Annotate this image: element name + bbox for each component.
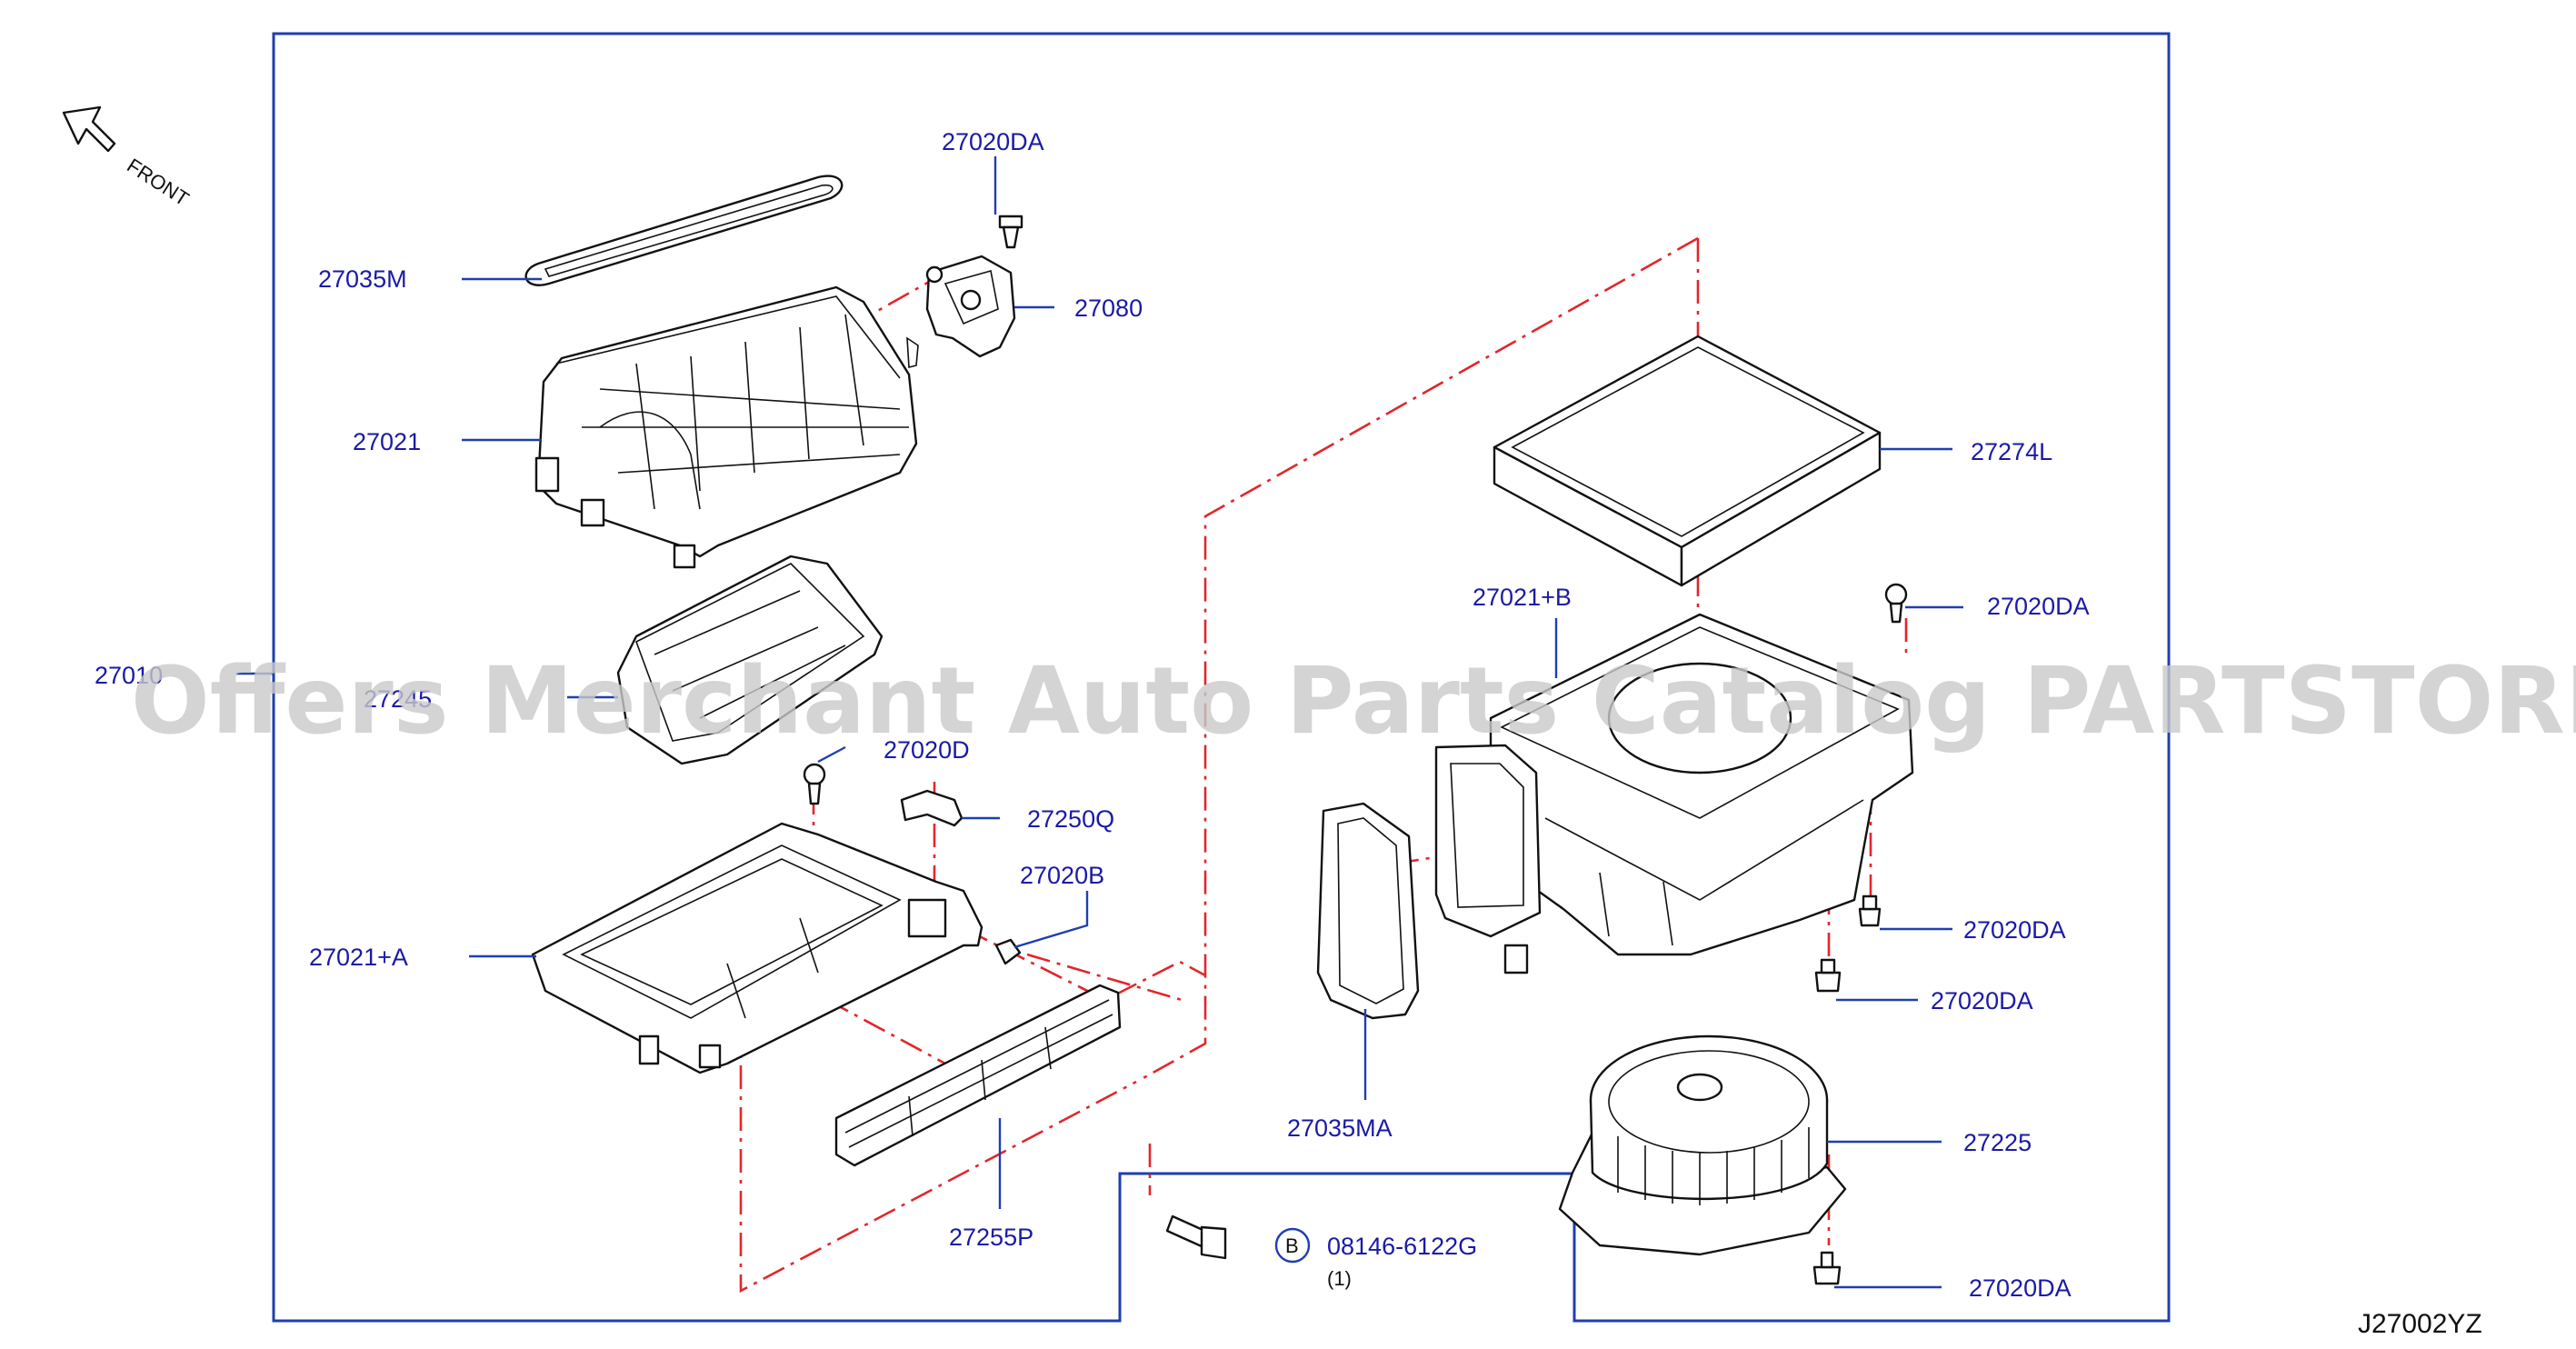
bolt-circle-letter: B [1285, 1234, 1299, 1257]
screw-icon [1884, 583, 1908, 624]
seal-strip-27035M [524, 175, 844, 286]
callout-27245: 27245 [364, 685, 432, 713]
screw-icon [998, 215, 1023, 249]
filter-housing-27245 [616, 555, 884, 765]
callout-27021A: 27021+A [309, 944, 408, 971]
callout-bolt-part: 08146-6122G [1327, 1233, 1477, 1260]
intake-case-lower-27021A [531, 822, 983, 1074]
front-arrow-icon [62, 105, 116, 153]
callout-27021: 27021 [353, 428, 421, 455]
callout-27020DA-right1: 27020DA [1987, 593, 2090, 620]
blower-motor-27225 [1558, 1034, 1847, 1256]
callout-27021B: 27021+B [1473, 584, 1572, 611]
callout-27255P: 27255P [949, 1224, 1033, 1251]
callout-27010: 27010 [95, 662, 163, 689]
callout-27274L: 27274L [1971, 438, 2052, 465]
callout-27035M: 27035M [318, 265, 407, 293]
callout-27225: 27225 [1963, 1129, 2032, 1156]
callout-27020B: 27020B [1020, 862, 1104, 889]
clip-27020B [994, 938, 1022, 965]
leader-lines [236, 156, 1963, 1289]
blower-housing-27021B [1434, 613, 1914, 974]
intake-case-upper-27021 [534, 285, 919, 569]
gasket-27035MA [1316, 802, 1420, 1020]
diagram-code: J27002YZ [2358, 1309, 2482, 1339]
callout-27020DA-right2: 27020DA [1963, 916, 2066, 944]
callout-27035MA: 27035MA [1287, 1114, 1393, 1142]
actuator-27080 [925, 255, 1016, 358]
callout-27250Q: 27250Q [1027, 805, 1114, 833]
cabin-filter-27274L [1493, 335, 1882, 587]
screw-icon [1814, 958, 1842, 993]
alignment-lines [739, 236, 1908, 1294]
clip-27250Q [900, 789, 964, 827]
screw-icon [1858, 894, 1882, 927]
callout-27080: 27080 [1074, 295, 1143, 322]
callout-27020DA-right3: 27020DA [1931, 987, 2033, 1014]
callout-27020DA-top: 27020DA [942, 128, 1044, 155]
screw-icon [803, 763, 826, 805]
flap-insert-27255P [834, 984, 1122, 1167]
screw-icon [1812, 1251, 1842, 1285]
watermark: Offers Merchant Auto Parts Catalog PARTS… [131, 647, 2576, 755]
bolt-icon [1165, 1214, 1227, 1260]
front-label: FRONT [123, 154, 193, 210]
callout-27020D: 27020D [884, 736, 970, 764]
callout-bolt-qty: (1) [1327, 1267, 1352, 1290]
callout-27020DA-bottom: 27020DA [1969, 1274, 2072, 1302]
